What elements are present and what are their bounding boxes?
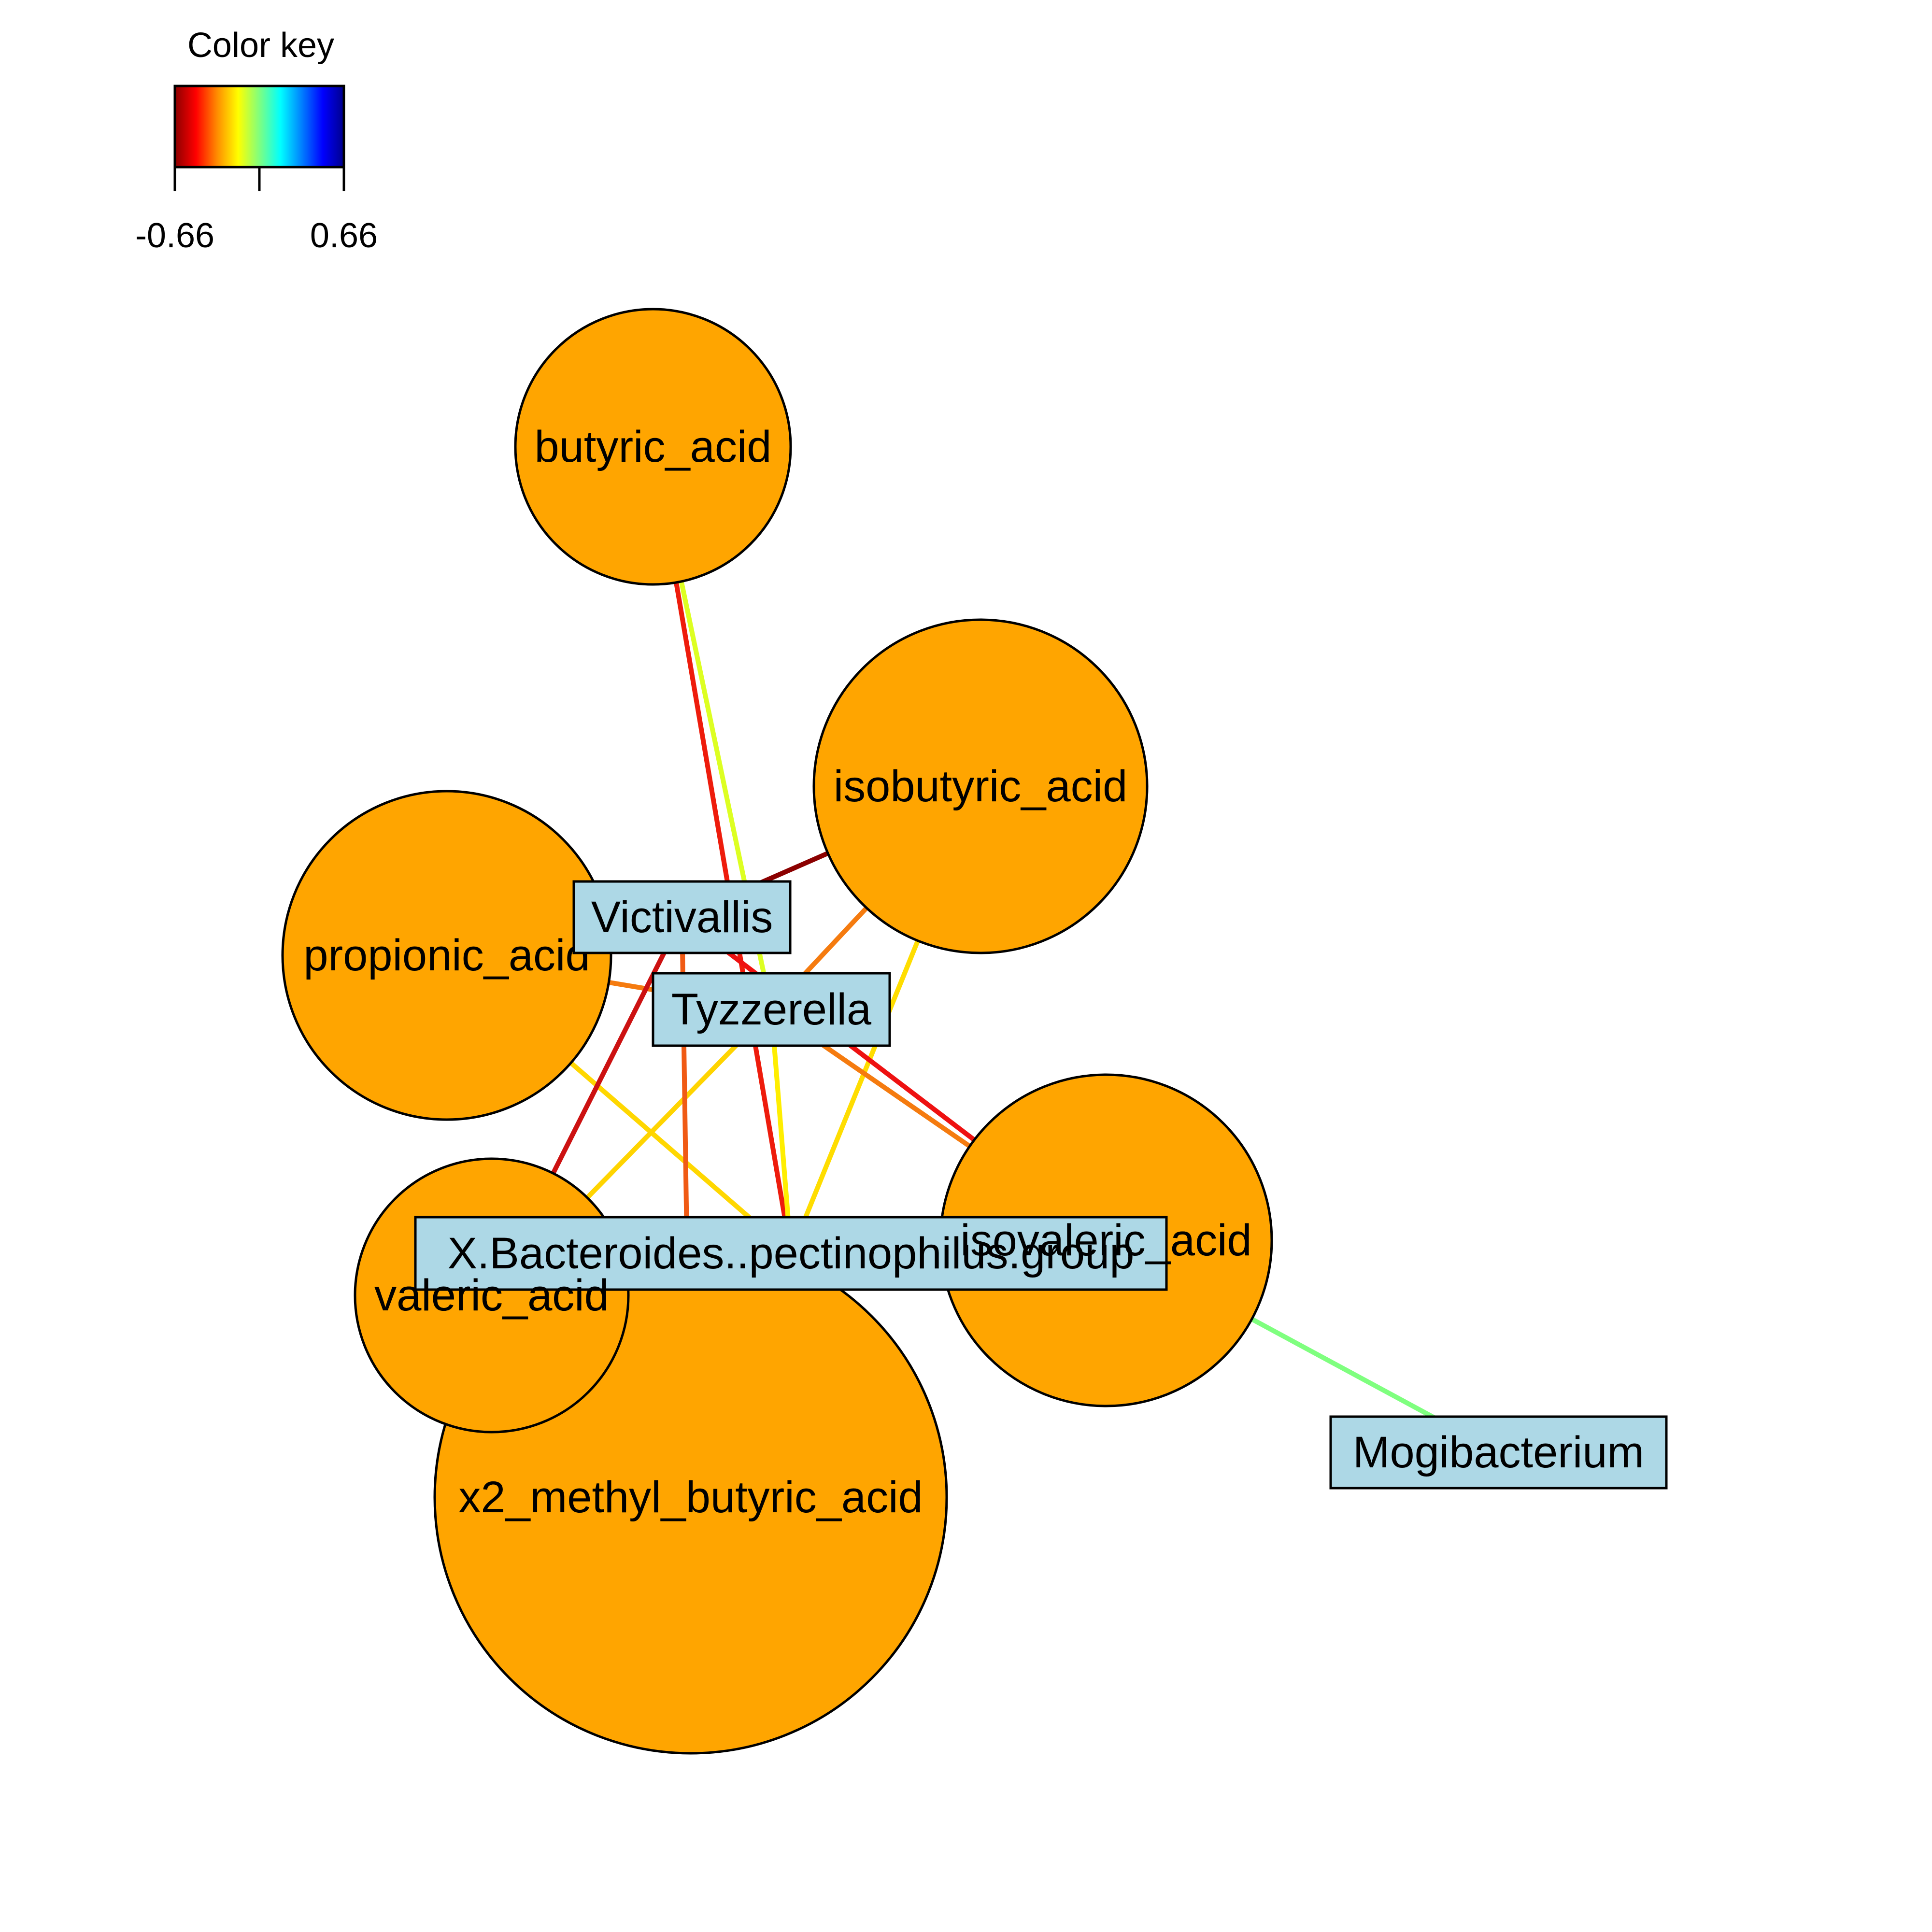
valeric-label-overlay: valeric_acid: [374, 1271, 609, 1320]
node-mogibacterium: Mogibacterium: [1329, 1415, 1668, 1490]
metabolite-node-label: butyric_acid: [535, 422, 772, 471]
edge-tyzzerella-bacteroides: [769, 1009, 794, 1254]
node-tyzzerella: Tyzzerella: [652, 972, 891, 1047]
taxon-node-box: [572, 880, 792, 954]
node-butyric: butyric_acid: [514, 308, 792, 586]
color-key-bar: [173, 85, 345, 169]
isovaleric-label-overlay: isovaleric_acid: [960, 1216, 1251, 1265]
taxon-node-box: [1329, 1415, 1668, 1490]
metabolite-node-label: isobutyric_acid: [834, 762, 1128, 811]
color-key-title: Color key: [187, 26, 334, 65]
color-key: Color key -0.66 0.66: [135, 26, 378, 255]
taxon-node-label: Tyzzerella: [671, 985, 872, 1034]
metabolite-node-circle: [812, 618, 1149, 954]
metabolite-node-circle: [514, 308, 792, 586]
taxon-node-label: Mogibacterium: [1353, 1428, 1644, 1477]
node-bacteroides: X.Bacteroides..pectinophilus.group: [414, 1216, 1168, 1291]
metabolite-node-circle: [281, 790, 612, 1121]
taxon-node-box: [652, 972, 891, 1047]
metabolite-node-label: x2_methyl_butyric_acid: [458, 1473, 923, 1522]
node-propionic: propionic_acid: [281, 790, 612, 1121]
node-isobutyric: isobutyric_acid: [812, 618, 1149, 954]
nodes-layer: butyric_acid isobutyric_acid propionic_aci…: [281, 308, 1668, 1755]
color-key-max-label: 0.66: [310, 216, 378, 255]
color-key-min-label: -0.66: [135, 216, 214, 255]
metabolite-node-label: propionic_acid: [303, 931, 590, 980]
node-victivallis: Victivallis: [572, 880, 792, 954]
taxon-node-label: Victivallis: [591, 893, 773, 942]
taxon-node-label: X.Bacteroides..pectinophilus.group: [448, 1229, 1135, 1278]
taxon-node-box: [414, 1216, 1168, 1291]
